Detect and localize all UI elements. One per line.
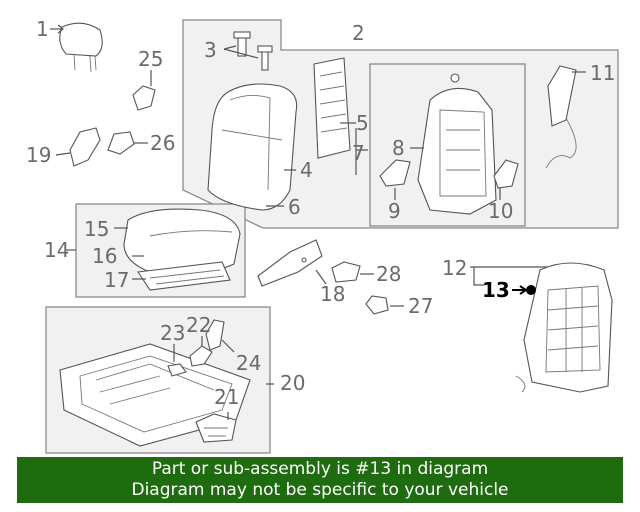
bolt-part-3[interactable]: [233, 31, 273, 71]
cover-part-28[interactable]: [331, 261, 361, 283]
bracket-part-10[interactable]: [493, 159, 519, 189]
bracket-part-23[interactable]: [167, 363, 187, 377]
callout-7: 7: [352, 141, 365, 165]
leader-7: [355, 128, 368, 175]
callout-9: 9: [388, 199, 401, 223]
callout-3: 3: [204, 38, 217, 62]
callout-21: 21: [214, 385, 239, 409]
callout-23: 23: [160, 321, 185, 345]
callout-12: 12: [442, 256, 467, 280]
callout-6: 6: [288, 195, 301, 219]
callout-2: 2: [352, 21, 365, 45]
banner-line-1: Part or sub-assembly is #13 in diagram: [151, 459, 489, 479]
cover-part-27[interactable]: [365, 295, 389, 315]
leader-18: [315, 269, 327, 285]
airbag-part-11[interactable]: [545, 65, 577, 169]
callout-8: 8: [392, 136, 405, 160]
callout-10: 10: [488, 199, 513, 223]
leader-19: [55, 152, 71, 156]
back-board-part-12[interactable]: [515, 262, 613, 393]
callout-15: 15: [84, 217, 109, 241]
headrest-part[interactable]: [59, 22, 103, 73]
callout-17: 17: [104, 268, 129, 292]
callout-16: 16: [92, 244, 117, 268]
callout-11: 11: [590, 61, 615, 85]
callout-28: 28: [376, 262, 401, 286]
callout-4: 4: [300, 158, 313, 182]
callout-26: 26: [150, 131, 175, 155]
callout-22: 22: [186, 313, 211, 337]
leader-24: [221, 339, 235, 353]
highlighted-part-13[interactable]: [512, 285, 536, 295]
callout-14: 14: [44, 238, 69, 262]
clip-part-25[interactable]: [132, 85, 156, 111]
callout-27: 27: [408, 294, 433, 318]
callout-1: 1: [36, 17, 49, 41]
bracket-part-22[interactable]: [189, 345, 213, 367]
callout-13: 13: [482, 278, 510, 302]
cushion-part-15[interactable]: [123, 208, 241, 274]
callout-25: 25: [138, 47, 163, 71]
lumbar-part-5[interactable]: [313, 57, 351, 159]
callout-24: 24: [236, 351, 261, 375]
leader-3: [223, 45, 259, 59]
arrow-1: [57, 24, 64, 34]
callout-19: 19: [26, 143, 51, 167]
cover-part-24[interactable]: [205, 319, 225, 351]
info-banner: Part or sub-assembly is #13 in diagram D…: [17, 457, 623, 503]
callout-5: 5: [356, 111, 369, 135]
bracket-part-26[interactable]: [107, 131, 135, 155]
callout-20: 20: [280, 371, 305, 395]
callout-18: 18: [320, 282, 345, 306]
banner-line-2: Diagram may not be specific to your vehi…: [131, 480, 509, 500]
seat-back-frame-part-8[interactable]: [417, 73, 497, 215]
bracket-part-9[interactable]: [379, 159, 411, 187]
shield-part-18[interactable]: [257, 239, 323, 287]
cushion-frame-part-17[interactable]: [137, 261, 231, 291]
trim-part-19[interactable]: [69, 127, 101, 167]
leader-12: [470, 266, 548, 286]
motor-part-21[interactable]: [195, 413, 237, 443]
seat-back-cover-part[interactable]: [207, 83, 298, 211]
